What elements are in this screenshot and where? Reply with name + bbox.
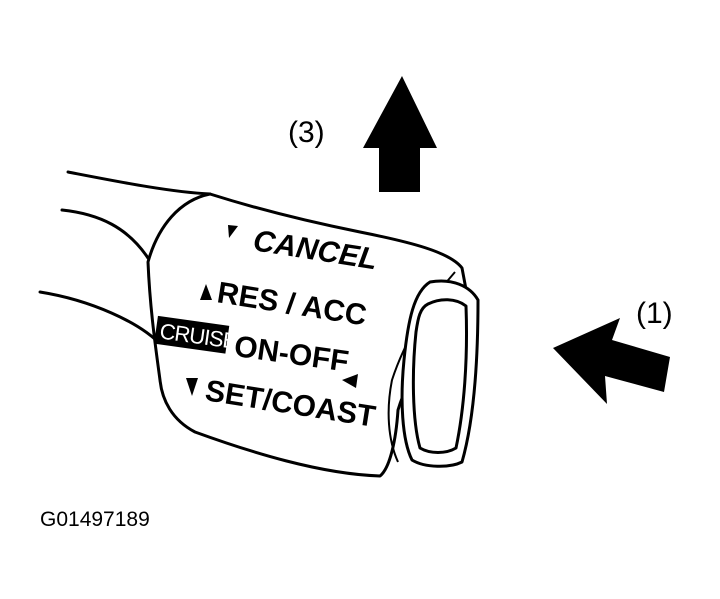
up-arrow bbox=[363, 76, 437, 192]
callout-3-label: (3) bbox=[288, 116, 325, 149]
set-coast-down-triangle-icon bbox=[186, 378, 198, 396]
end-button-cap bbox=[411, 298, 469, 454]
figure-id: G01497189 bbox=[40, 508, 150, 531]
on-off-left-triangle-icon bbox=[342, 374, 358, 388]
left-arrow bbox=[553, 318, 670, 404]
res-acc-up-triangle-icon bbox=[200, 284, 212, 300]
cancel-indicator-icon bbox=[228, 225, 238, 238]
cruise-badge bbox=[154, 315, 230, 354]
callout-1-label: (1) bbox=[636, 297, 673, 330]
